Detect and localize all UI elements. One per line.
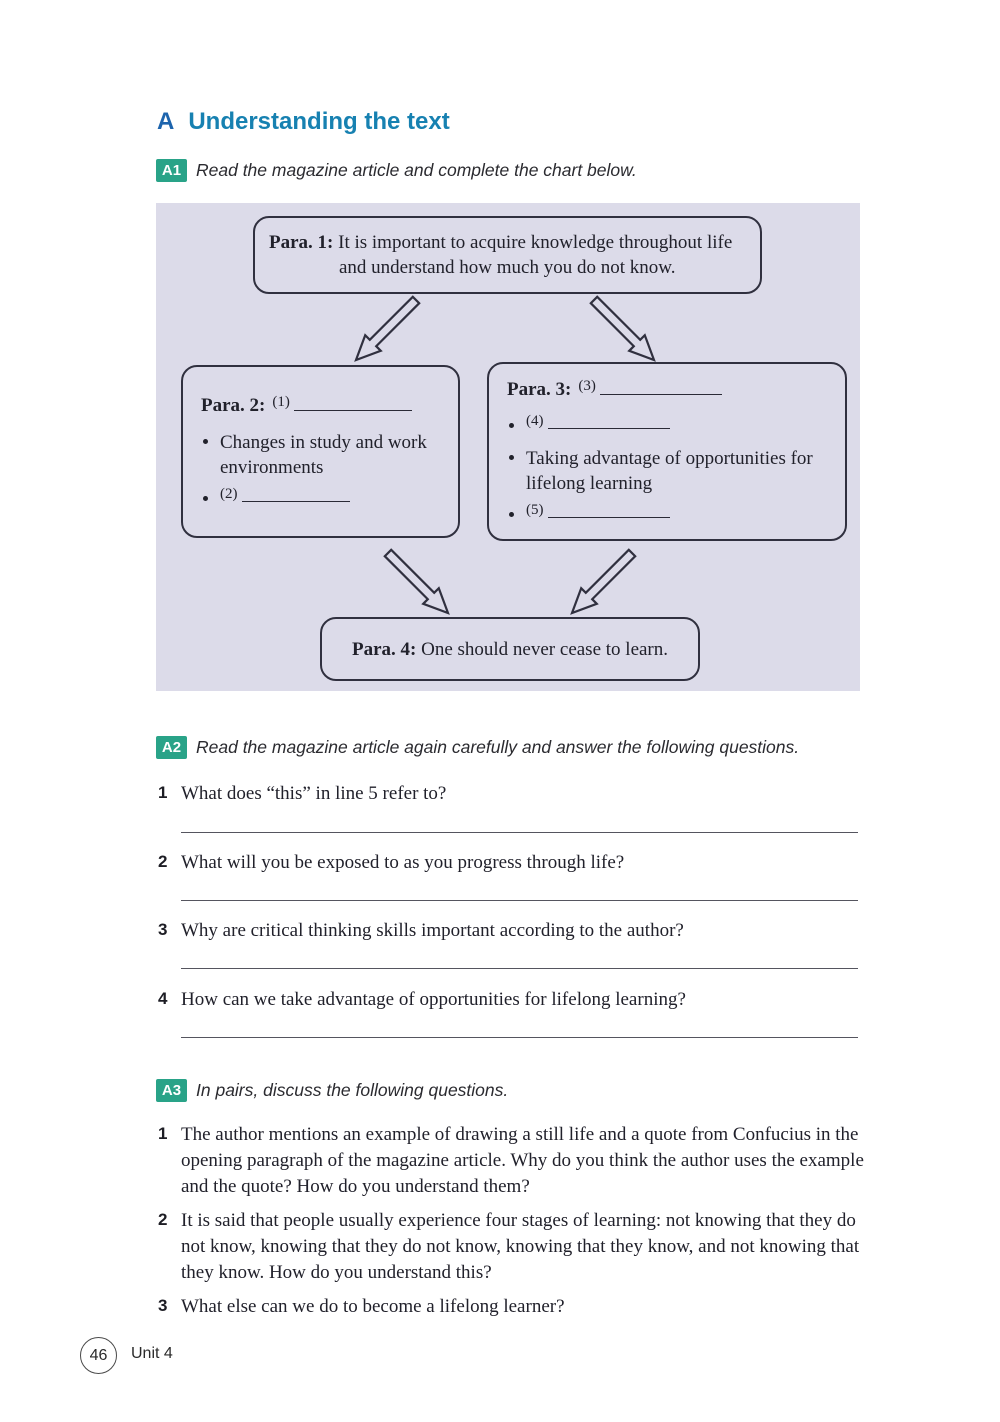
section-header: A Understanding the text bbox=[157, 108, 450, 136]
para4-box: Para. 4: One should never cease to learn… bbox=[320, 617, 700, 681]
para2-bullet1-text: Changes in study and work environments bbox=[220, 432, 427, 478]
para2-bullet-1: Changes in study and work environments bbox=[203, 430, 442, 480]
a3-question-2-number: 2 bbox=[158, 1210, 168, 1229]
a2-question-1-text: What does “this” in line 5 refer to? bbox=[181, 783, 447, 804]
activity-a3-badge: A3 bbox=[156, 1079, 187, 1102]
para2-bullet-2: (2) bbox=[203, 486, 442, 512]
para3-bullet-3: (5) bbox=[509, 502, 829, 528]
activity-a2-badge: A2 bbox=[156, 736, 187, 759]
bullet-icon bbox=[509, 455, 514, 460]
para4-text: Para. 4: One should never cease to learn… bbox=[351, 638, 669, 660]
para2-bullet2-marker: (2) bbox=[220, 486, 238, 502]
para3-bullet3-blank-line bbox=[547, 503, 670, 518]
a2-answer-line-4 bbox=[181, 1037, 858, 1038]
a2-answer-line-2 bbox=[181, 900, 858, 901]
activity-a2-instruction: Read the magazine article again carefull… bbox=[196, 737, 800, 757]
a2-question-4-number: 4 bbox=[158, 989, 168, 1008]
para4-label: Para. 4: bbox=[351, 638, 417, 660]
a3-question-1-text: The author mentions an example of drawin… bbox=[181, 1124, 864, 1197]
bullet-icon bbox=[203, 439, 208, 444]
para2-bullet2-blank-line bbox=[241, 487, 350, 502]
para3-bullet-1: (4) bbox=[509, 413, 829, 439]
page-number-badge: 46 bbox=[80, 1337, 117, 1374]
a2-question-3-text: Why are critical thinking skills importa… bbox=[181, 920, 684, 941]
para3-blank-line bbox=[599, 380, 722, 395]
a2-question-4-text: How can we take advantage of opportuniti… bbox=[181, 989, 686, 1010]
para2-header: Para. 2: (1) bbox=[201, 393, 442, 420]
a2-question-2-text: What will you be exposed to as you progr… bbox=[181, 852, 625, 873]
a2-question-3-number: 3 bbox=[158, 920, 168, 939]
para3-bullet1-blank-line bbox=[547, 414, 670, 429]
para3-bullet3-marker: (5) bbox=[526, 502, 544, 518]
para1-text: Para. 1: It is important to acquire know… bbox=[269, 232, 733, 278]
activity-a3-instruction: In pairs, discuss the following question… bbox=[196, 1080, 509, 1100]
para2-blank-line bbox=[293, 396, 412, 411]
a2-question-2-number: 2 bbox=[158, 852, 168, 871]
activity-a1-instruction: Read the magazine article and complete t… bbox=[196, 160, 637, 180]
bullet-icon bbox=[509, 423, 514, 428]
para2-box: Para. 2: (1) Changes in study and work en… bbox=[181, 365, 460, 538]
para3-label: Para. 3: bbox=[507, 379, 572, 400]
unit-label: Unit 4 bbox=[131, 1345, 173, 1362]
chart-panel: Para. 1: It is important to acquire know… bbox=[156, 203, 860, 691]
arrow-down-left-icon bbox=[340, 286, 430, 376]
page-title: Understanding the text bbox=[188, 108, 450, 135]
a3-question-2-text: It is said that people usually experienc… bbox=[181, 1210, 860, 1283]
a2-answer-line-3 bbox=[181, 968, 858, 969]
bullet-icon bbox=[203, 496, 208, 501]
bullet-icon bbox=[509, 512, 514, 517]
para3-box: Para. 3: (3) (4) Taking advantage of oppo… bbox=[487, 362, 847, 541]
a3-question-3-text: What else can we do to become a lifelong… bbox=[181, 1296, 565, 1317]
arrow-down-right-icon bbox=[374, 539, 464, 629]
para1-box: Para. 1: It is important to acquire know… bbox=[253, 216, 762, 294]
activity-a1-badge: A1 bbox=[156, 159, 187, 182]
para3-bullet1-marker: (4) bbox=[526, 413, 544, 429]
para3-bullet2-text: Taking advantage of opportunities for li… bbox=[526, 448, 813, 494]
para3-header: Para. 3: (3) bbox=[507, 377, 829, 404]
a3-question-3-number: 3 bbox=[158, 1296, 168, 1315]
arrow-down-right-icon bbox=[580, 286, 670, 376]
para1-label: Para. 1: bbox=[269, 232, 334, 253]
arrow-down-left-icon bbox=[556, 539, 646, 629]
section-letter: A bbox=[157, 108, 175, 135]
a2-answer-line-1 bbox=[181, 832, 858, 833]
para2-blank-marker: (1) bbox=[272, 394, 290, 410]
a3-question-1-number: 1 bbox=[158, 1124, 168, 1143]
para3-blank-marker: (3) bbox=[578, 378, 596, 394]
para2-label: Para. 2: bbox=[201, 395, 266, 416]
a2-question-1-number: 1 bbox=[158, 783, 168, 802]
para3-bullet-2: Taking advantage of opportunities for li… bbox=[509, 446, 829, 496]
